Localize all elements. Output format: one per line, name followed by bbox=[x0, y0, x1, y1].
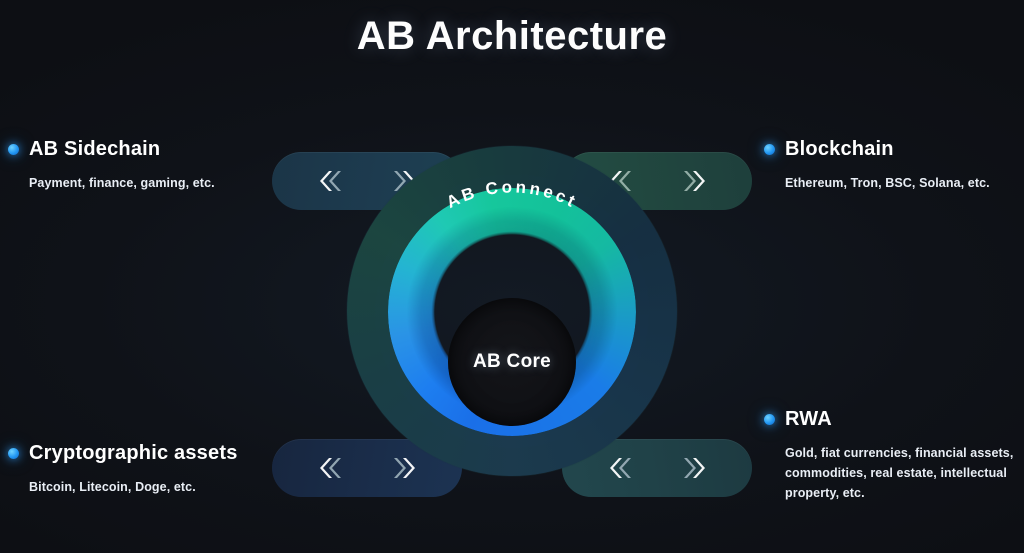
central-hub: AB Connect AB Core bbox=[262, 140, 762, 505]
double-chevron-left-icon bbox=[609, 458, 631, 478]
double-chevron-right-icon bbox=[683, 171, 705, 191]
bullet-dot-icon bbox=[8, 144, 19, 155]
quadrant-ab-sidechain: AB Sidechain Payment, finance, gaming, e… bbox=[8, 138, 258, 193]
quadrant-heading-row: Cryptographic assets bbox=[8, 442, 268, 465]
quadrant-description: Gold, fiat currencies, financial assets,… bbox=[785, 446, 1014, 500]
double-chevron-right-icon bbox=[393, 458, 415, 478]
quadrant-heading-row: Blockchain bbox=[764, 138, 1020, 161]
quadrant-description: Bitcoin, Litecoin, Doge, etc. bbox=[29, 480, 196, 494]
quadrant-cryptographic-assets: Cryptographic assets Bitcoin, Litecoin, … bbox=[8, 442, 268, 497]
bullet-dot-icon bbox=[764, 414, 775, 425]
double-chevron-left-icon bbox=[319, 458, 341, 478]
bullet-dot-icon bbox=[8, 448, 19, 459]
double-chevron-right-icon bbox=[683, 458, 705, 478]
ab-core-disc: AB Core bbox=[448, 298, 576, 426]
quadrant-heading-row: RWA bbox=[764, 408, 1020, 431]
quadrant-heading: Cryptographic assets bbox=[29, 442, 238, 464]
page-title: AB Architecture bbox=[356, 14, 668, 58]
quadrant-heading-row: AB Sidechain bbox=[8, 138, 258, 161]
double-chevron-left-icon bbox=[319, 171, 341, 191]
quadrant-description: Payment, finance, gaming, etc. bbox=[29, 176, 215, 190]
bullet-dot-icon bbox=[764, 144, 775, 155]
quadrant-heading: Blockchain bbox=[785, 138, 894, 160]
quadrant-heading: RWA bbox=[785, 408, 832, 430]
quadrant-blockchain: Blockchain Ethereum, Tron, BSC, Solana, … bbox=[764, 138, 1020, 193]
quadrant-heading: AB Sidechain bbox=[29, 138, 161, 160]
ab-core-label: AB Core bbox=[472, 351, 552, 372]
quadrant-description: Ethereum, Tron, BSC, Solana, etc. bbox=[785, 176, 990, 190]
quadrant-rwa: RWA Gold, fiat currencies, financial ass… bbox=[764, 408, 1020, 503]
